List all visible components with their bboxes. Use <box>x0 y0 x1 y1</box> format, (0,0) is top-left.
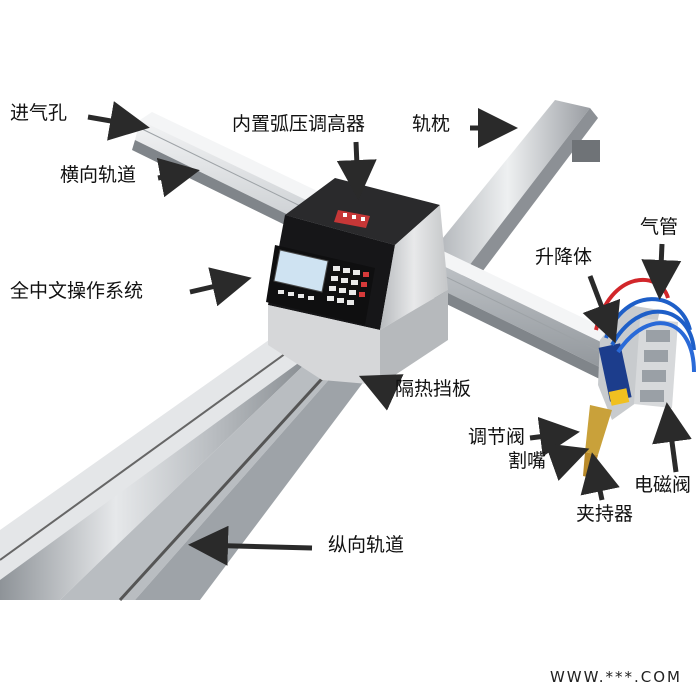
arrow-gas-pipe <box>641 243 682 300</box>
arrow-torch-holder <box>580 452 620 501</box>
label-cross-rail: 横向轨道 <box>60 164 137 186</box>
arrow-solenoid-valve <box>652 402 692 473</box>
label-air-inlet: 进气孔 <box>10 102 68 124</box>
label-solenoid-valve: 电磁阀 <box>634 474 692 496</box>
arrow-arc-controller <box>336 141 377 200</box>
longitudinal-rail <box>0 318 380 602</box>
label-longitudinal-rail: 纵向轨道 <box>328 534 405 556</box>
label-heat-shield: 隔热挡板 <box>395 378 472 400</box>
label-torch-holder: 夹持器 <box>576 503 634 525</box>
arrow-cross-rail <box>156 157 200 198</box>
watermark: WWW.***.COM <box>549 668 682 686</box>
label-cutting-nozzle: 割嘴 <box>508 450 547 472</box>
arrow-lifter <box>582 275 621 344</box>
control-panel <box>266 245 375 325</box>
torch-assembly <box>583 277 696 478</box>
leader-arrows <box>87 101 692 566</box>
arrow-heat-shield <box>358 374 404 411</box>
arrow-air-inlet <box>87 101 150 141</box>
right-rail <box>425 100 600 288</box>
arrow-regulating-valve <box>529 416 580 457</box>
arrow-chinese-os <box>189 267 252 307</box>
label-rail-sleeper: 轨枕 <box>412 113 451 135</box>
label-lifter: 升降体 <box>535 246 593 268</box>
label-gas-pipe: 气管 <box>640 216 679 238</box>
label-chinese-os: 全中文操作系统 <box>10 280 144 302</box>
arrow-longitudinal-rail <box>188 525 313 566</box>
arrow-cutting-nozzle <box>545 443 590 481</box>
label-regulating-valve: 调节阀 <box>468 426 526 448</box>
label-arc-height-controller: 内置弧压调高器 <box>232 113 366 135</box>
